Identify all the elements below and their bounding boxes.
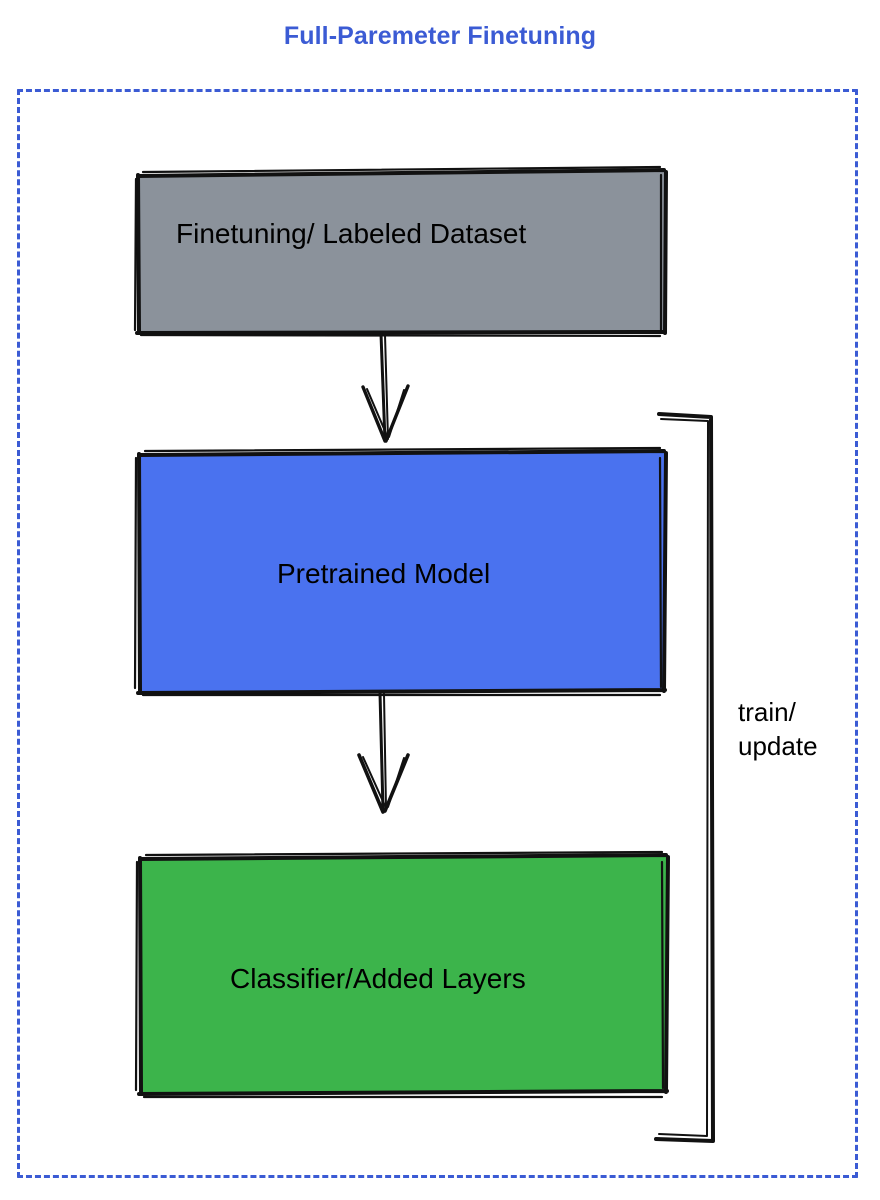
node-dataset-outline-sketch: [133, 165, 663, 338]
edge-feedback-loop-label: train/ update: [738, 697, 818, 762]
node-pretrained-model-fill: [139, 452, 665, 692]
node-pretrained-model[interactable]: [133, 446, 668, 697]
edge-model-to-classifier-shaft: [378, 691, 385, 812]
node-dataset-outline: [135, 168, 668, 335]
node-classifier-fill: [140, 856, 667, 1093]
node-pretrained-model-outline-sketch: [133, 446, 663, 697]
edge-model-to-classifier-arrowhead-sketch: [362, 756, 405, 809]
node-pretrained-model-outline: [136, 449, 668, 695]
page-title: Full-Paremeter Finetuning: [283, 22, 597, 50]
node-classifier[interactable]: [134, 850, 670, 1099]
node-pretrained-model-label: Pretrained Model: [277, 558, 491, 589]
node-dataset[interactable]: [133, 165, 668, 338]
node-dataset-fill: [138, 171, 665, 332]
dashed-boundary-frame: [17, 89, 858, 1178]
edge-dataset-to-model-arrowhead-sketch: [366, 388, 405, 439]
node-classifier-outline: [137, 853, 670, 1096]
edge-feedback-loop-line: [654, 412, 715, 1143]
node-classifier-outline-sketch: [134, 850, 665, 1099]
edge-dataset-to-model: [361, 332, 410, 443]
edge-model-to-classifier: [357, 691, 410, 814]
edge-dataset-to-model-shaft: [379, 332, 387, 443]
edge-feedback-loop-line-sketch: [658, 418, 709, 1137]
node-classifier-label: Classifier/Added Layers: [230, 963, 526, 994]
node-dataset-label: Finetuning/ Labeled Dataset: [176, 218, 527, 249]
edge-feedback-loop: [654, 412, 715, 1143]
edge-model-to-classifier-shaft-sketch: [383, 693, 387, 809]
edge-dataset-to-model-shaft-sketch: [384, 334, 389, 440]
